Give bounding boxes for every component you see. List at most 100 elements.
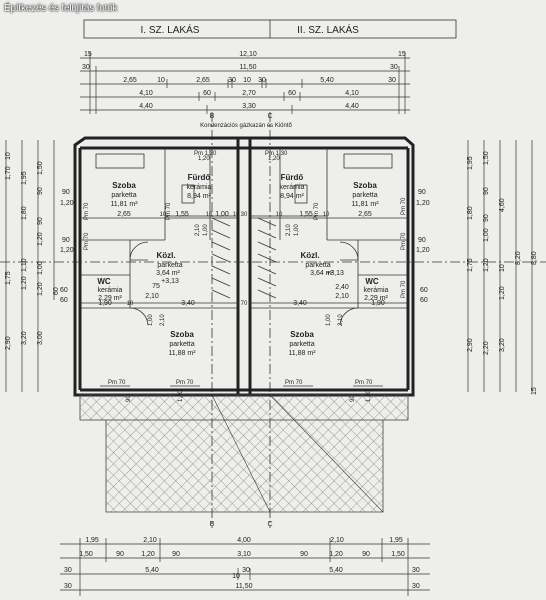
bottom-dim-3-c: 10 <box>232 573 240 580</box>
svg-text:3,20: 3,20 <box>21 331 28 345</box>
top-dim-3-h: 30 <box>388 77 396 84</box>
svg-text:90: 90 <box>418 237 426 244</box>
svg-text:11,81 m²: 11,81 m² <box>110 201 138 208</box>
section-mark-b-bottom: B <box>210 521 215 528</box>
bottom-dim-2-h: 90 <box>362 551 370 558</box>
svg-text:2,65: 2,65 <box>117 211 131 218</box>
svg-text:70: 70 <box>241 301 248 307</box>
bottom-dim-1-d: 2,10 <box>330 537 344 544</box>
svg-text:2,20: 2,20 <box>483 341 490 355</box>
svg-text:parketta: parketta <box>305 262 330 269</box>
svg-text:15: 15 <box>531 387 538 395</box>
svg-text:Pm 70: Pm 70 <box>314 202 320 220</box>
svg-text:2,40: 2,40 <box>335 284 349 291</box>
svg-text:60: 60 <box>60 287 68 294</box>
svg-text:1,50: 1,50 <box>37 161 44 175</box>
bottom-dim-2-b: 90 <box>116 551 124 558</box>
svg-text:2,10: 2,10 <box>335 293 349 300</box>
svg-text:WC: WC <box>365 277 379 286</box>
left-dimension-lines <box>0 140 546 392</box>
top-dim-2-b: 11,50 <box>240 64 257 71</box>
svg-text:3,40: 3,40 <box>293 300 307 307</box>
svg-text:Közl.: Közl. <box>156 251 175 260</box>
svg-text:1,75: 1,75 <box>467 258 474 272</box>
svg-text:90: 90 <box>126 395 132 402</box>
svg-text:Szoba: Szoba <box>290 330 314 339</box>
bottom-dim-2-d: 90 <box>172 551 180 558</box>
svg-text:60: 60 <box>420 287 428 294</box>
top-dim-4-e: 4,10 <box>345 90 359 97</box>
svg-text:10: 10 <box>499 264 506 272</box>
svg-text:10: 10 <box>276 212 283 218</box>
bottom-dim-2-c: 1,20 <box>141 551 155 558</box>
boiler-note: Kondenzációs gázkazán és Kiöntő <box>200 123 292 129</box>
svg-text:3,64 m²: 3,64 m² <box>156 270 180 277</box>
svg-text:Pm 1,30: Pm 1,30 <box>265 151 288 157</box>
svg-text:2,10: 2,10 <box>160 314 166 326</box>
right-dimension-lines <box>467 140 533 392</box>
svg-text:2,29 m²: 2,29 m² <box>364 295 388 302</box>
svg-text:1,20: 1,20 <box>60 200 74 207</box>
bottom-dim-1-e: 1,95 <box>389 537 403 544</box>
svg-text:1,50: 1,50 <box>483 151 490 165</box>
svg-text:Pm 70: Pm 70 <box>176 380 194 386</box>
bottom-dim-4-b: 11,50 <box>236 583 253 590</box>
top-dim-3-d: 30 <box>228 77 236 84</box>
room-wc-left: WC kerámia 2,29 m² <box>97 277 122 302</box>
svg-text:90: 90 <box>350 395 356 402</box>
bottom-dim-2-e: 3,10 <box>237 551 251 558</box>
svg-text:90: 90 <box>62 189 70 196</box>
room-szoba-right-bottom: Szoba parketta 11,88 m² <box>288 330 316 357</box>
svg-text:3,20: 3,20 <box>499 338 506 352</box>
svg-text:1,20: 1,20 <box>483 258 490 272</box>
bottom-dim-3-e: 5,40 <box>329 567 343 574</box>
svg-text:1,75: 1,75 <box>5 271 12 285</box>
top-dim-4-a: 4,10 <box>139 90 153 97</box>
svg-text:2,65: 2,65 <box>358 211 372 218</box>
top-dim-4-c: 2,70 <box>242 90 256 97</box>
svg-text:90: 90 <box>483 187 490 195</box>
svg-text:1,20: 1,20 <box>499 286 506 300</box>
svg-text:1,90: 1,90 <box>98 300 112 307</box>
svg-text:75: 75 <box>152 283 160 290</box>
top-dim-3-b: 10 <box>157 77 165 84</box>
bottom-dim-1-b: 2,10 <box>143 537 157 544</box>
top-dim-3-g: 5,40 <box>320 77 334 84</box>
svg-text:Fürdő: Fürdő <box>188 173 211 182</box>
bottom-dim-4-a: 30 <box>64 583 72 590</box>
svg-text:2,10: 2,10 <box>338 314 344 326</box>
bottom-dim-1-c: 4,00 <box>237 537 251 544</box>
svg-text:1,20: 1,20 <box>416 247 430 254</box>
header-apartment-1: I. SZ. LAKÁS <box>141 23 200 36</box>
svg-text:8,94 m²: 8,94 m² <box>187 193 211 200</box>
top-dim-1-b: 12,10 <box>239 51 257 58</box>
svg-text:3,00: 3,00 <box>37 331 44 345</box>
svg-text:parketta: parketta <box>111 192 136 199</box>
bottom-dim-2-i: 1,50 <box>391 551 405 558</box>
svg-text:90: 90 <box>418 189 426 196</box>
svg-text:kerámia: kerámia <box>98 287 123 294</box>
svg-text:1,20: 1,20 <box>37 282 44 296</box>
top-dim-4-b: 60 <box>203 90 211 97</box>
room-furdo-right: Fürdő kerámia 8,94 m² <box>280 173 305 200</box>
svg-text:1,00: 1,00 <box>203 224 209 236</box>
svg-text:10: 10 <box>5 152 12 160</box>
bottom-dimension-lines <box>60 538 430 596</box>
svg-text:parketta: parketta <box>352 192 377 199</box>
section-mark-c-top: C <box>267 113 272 120</box>
svg-text:Pm 70: Pm 70 <box>166 202 172 220</box>
svg-text:2,90: 2,90 <box>467 338 474 352</box>
svg-text:1,80: 1,80 <box>467 206 474 220</box>
svg-text:kerámia: kerámia <box>187 184 212 191</box>
svg-text:90: 90 <box>37 187 44 195</box>
svg-text:2,10: 2,10 <box>145 293 159 300</box>
svg-text:4,60: 4,60 <box>499 198 506 212</box>
svg-text:Pm 70: Pm 70 <box>355 380 373 386</box>
svg-text:1,00: 1,00 <box>483 228 490 242</box>
svg-text:Szoba: Szoba <box>170 330 194 339</box>
svg-text:parketta: parketta <box>169 341 194 348</box>
watermark: Építkezés és felújítás fotók <box>4 3 118 14</box>
svg-text:1,00: 1,00 <box>148 314 154 326</box>
svg-text:Szoba: Szoba <box>112 181 136 190</box>
svg-text:90: 90 <box>483 214 490 222</box>
